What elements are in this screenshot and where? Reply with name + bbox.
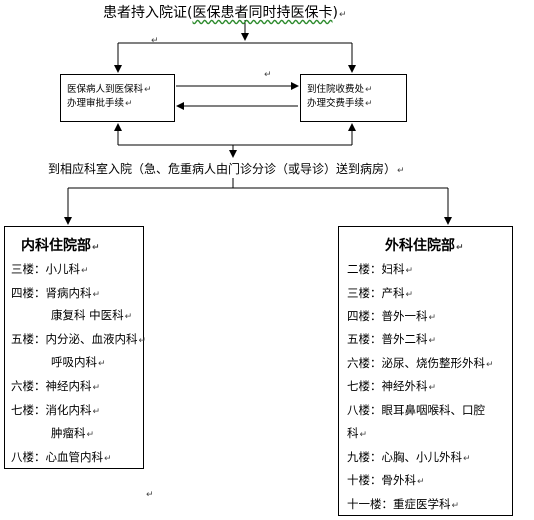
surgery-line-3: 四楼：普外一科↵ <box>347 309 437 323</box>
payment-box: 到住院收费处↵ 办理交费手续↵ <box>300 74 407 122</box>
internal-line-8: 肿瘤科↵ <box>51 426 95 440</box>
surgery-line-2: 三楼：产科↵ <box>347 286 414 300</box>
internal-line-6: 六楼：神经内科↵ <box>11 379 101 393</box>
internal-line-2: 四楼：肾病内科↵ <box>11 286 101 300</box>
title-underlined-text: 医保患者同时持医保卡 <box>192 5 333 21</box>
surgery-line-5: 六楼：泌尿、烧伤整形外科↵ <box>347 356 494 370</box>
insurance-approval-box: 医保病人到医保科↵ 办理审批手续↵ <box>60 74 175 122</box>
surgery-line-6: 七楼：神经外科↵ <box>347 379 437 393</box>
surgery-line-7: 八楼：眼耳鼻咽喉科、口腔 <box>347 403 485 417</box>
internal-medicine-box: 内科住院部↵ 三楼：小儿科↵ 四楼：肾病内科↵ 康复科 中医科↵ 五楼：内分泌、… <box>4 226 147 469</box>
title-prefix: 患者持入院证( <box>103 5 193 21</box>
return-mark-icon: ↵ <box>338 10 347 20</box>
surgery-line-10: 十楼：骨外科↵ <box>347 473 425 487</box>
internal-medicine-heading: 内科住院部↵ <box>21 238 100 254</box>
internal-line-9: 八楼：心血管内科↵ <box>11 450 112 464</box>
title-suffix: ) <box>332 5 338 21</box>
return-mark-icon: ↵ <box>146 490 154 500</box>
page-title: 患者持入院证(医保患者同时持医保卡)↵ <box>103 2 346 22</box>
surgery-line-11: 十一楼：重症医学科↵ <box>347 497 460 511</box>
return-mark-icon: ↵ <box>151 36 159 46</box>
surgery-line-4: 五楼：普外二科↵ <box>347 332 437 346</box>
payment-line2: 办理交费手续↵ <box>307 98 373 109</box>
internal-line-7: 七楼：消化内科↵ <box>11 403 101 417</box>
surgery-line-8: 科↵ <box>347 426 368 440</box>
internal-line-5: 呼吸内科↵ <box>51 355 106 369</box>
surgery-line-9: 九楼：心胸、小儿外科↵ <box>347 450 471 464</box>
insurance-approval-line2: 办理审批手续↵ <box>67 98 133 109</box>
insurance-approval-line1: 医保病人到医保科↵ <box>67 84 152 95</box>
payment-line1: 到住院收费处↵ <box>307 84 373 95</box>
return-mark-icon: ↵ <box>264 70 272 80</box>
internal-line-3: 康复科 中医科↵ <box>51 308 133 322</box>
surgery-line-1: 二楼：妇科↵ <box>347 262 414 276</box>
surgery-box: 外科住院部↵ 二楼：妇科↵ 三楼：产科↵ 四楼：普外一科↵ 五楼：普外二科↵ 六… <box>338 226 513 516</box>
admission-flow-text: 到相应科室入院（急、危重病人由门诊分诊（或导诊）送到病房）↵ <box>48 162 405 176</box>
surgery-heading: 外科住院部↵ <box>385 238 464 254</box>
internal-line-1: 三楼：小儿科↵ <box>11 262 89 276</box>
internal-line-4: 五楼：内分泌、血液内科↵ <box>11 332 147 346</box>
